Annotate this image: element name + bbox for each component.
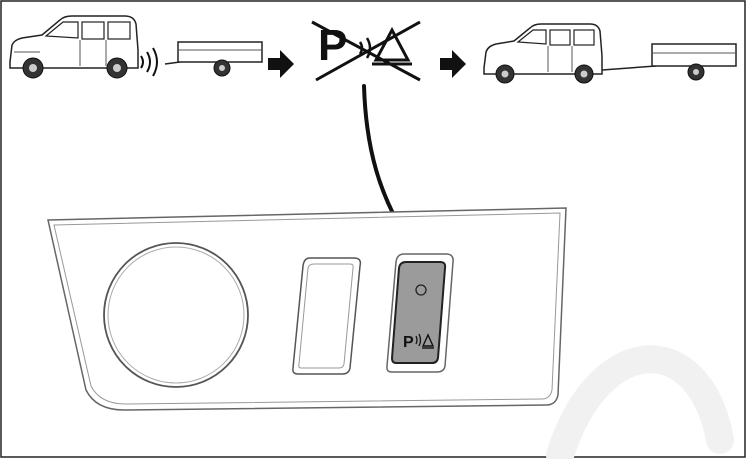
rotary-knob (103, 242, 249, 388)
sequence-arrow-2 (440, 50, 466, 78)
watermark (546, 345, 734, 459)
van-with-trailer-detected (9, 15, 263, 79)
indicator-light-icon (415, 284, 427, 296)
park-assist-button-label: P (403, 334, 414, 351)
dashboard-switch-panel: P (47, 207, 567, 411)
park-assist-switch: P (386, 253, 454, 373)
park-assist-disabled-symbol: P (311, 20, 421, 82)
blank-switch (292, 257, 362, 375)
sequence-arrow-1 (268, 50, 294, 78)
park-sensor-wave-triangle-icon (415, 333, 435, 349)
van-with-trailer-connected (483, 23, 737, 84)
